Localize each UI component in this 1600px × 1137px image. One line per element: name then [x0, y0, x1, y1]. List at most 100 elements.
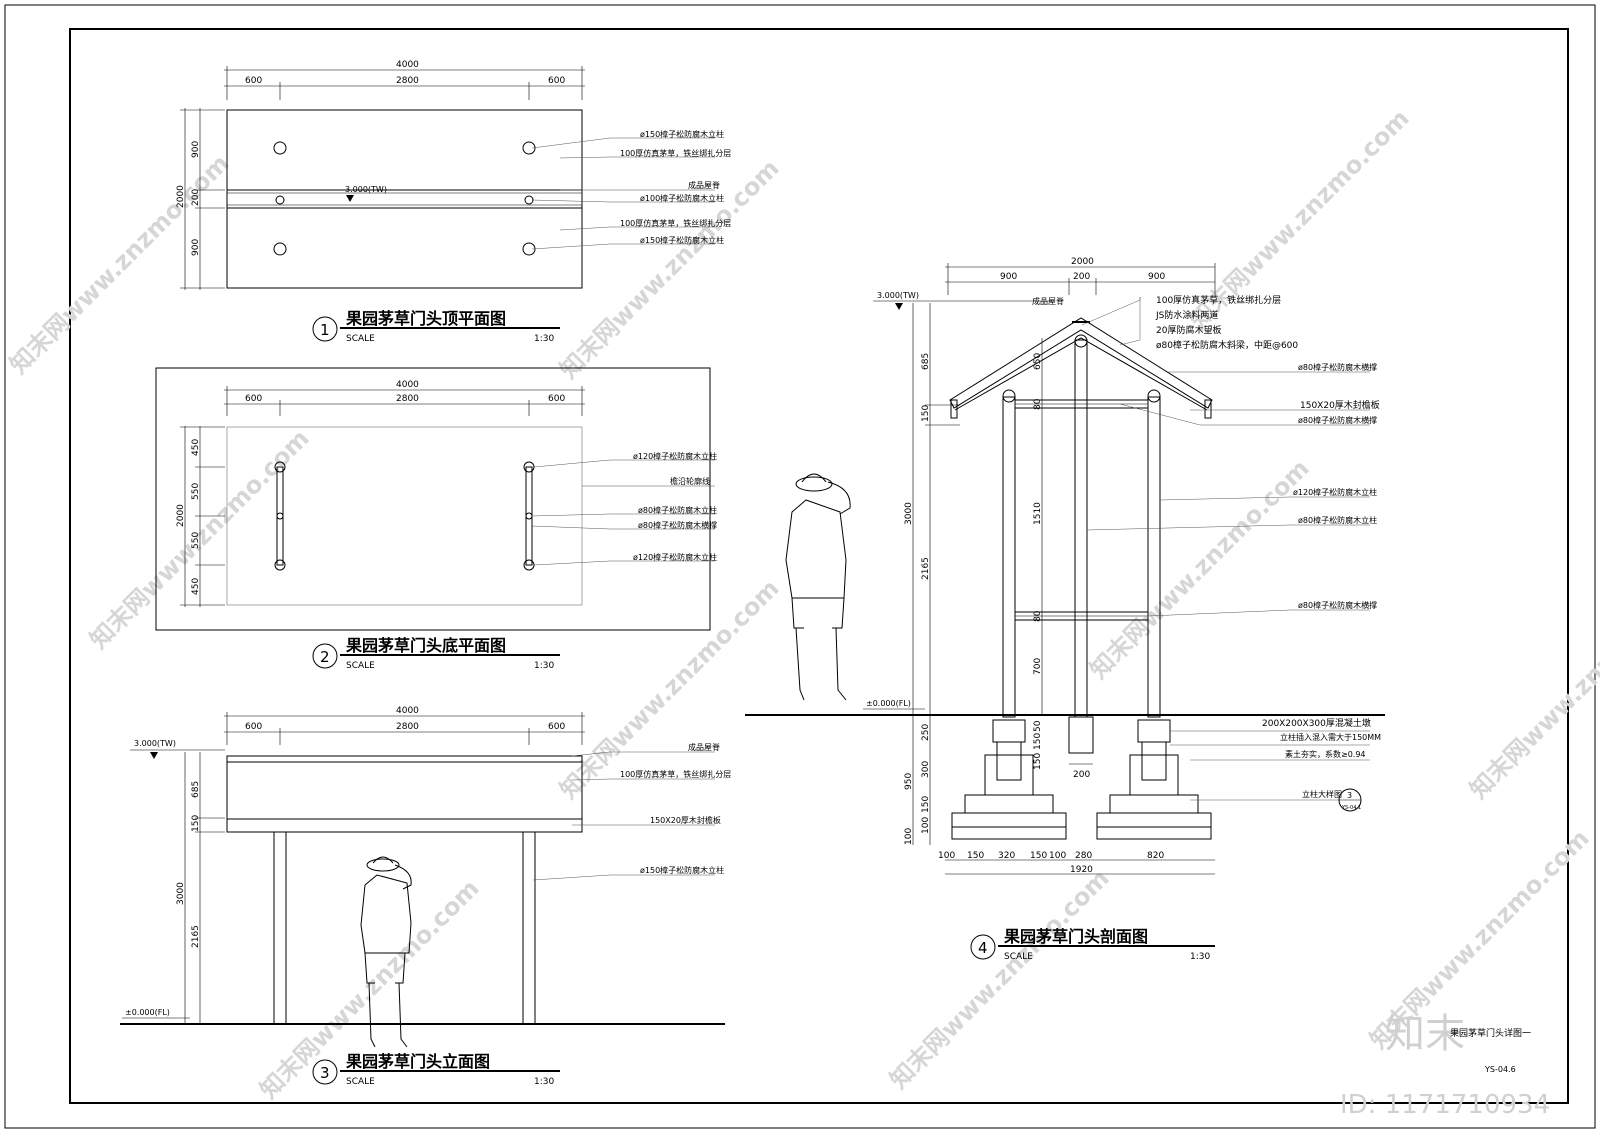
- top-note-4: 20厚防腐木望板: [1156, 324, 1221, 336]
- dim-d: 450: [191, 578, 201, 595]
- sheet-number: YS-04.6: [1484, 1065, 1516, 1074]
- dim-inner-2: 80: [1033, 398, 1043, 410]
- sheet-title: 果园茅草门头详图一: [1450, 1027, 1531, 1039]
- dim-b: 200: [191, 189, 201, 206]
- scale-label: SCALE: [346, 334, 375, 344]
- dim-mid: 200: [1073, 272, 1090, 282]
- note-10: 立柱大样图: [1302, 789, 1342, 799]
- top-note-5: ø80樟子松防腐木斜梁，中距@600: [1156, 339, 1298, 351]
- frame: [155, 367, 711, 631]
- dim-b: 150: [921, 405, 931, 422]
- column-right: [1147, 396, 1161, 718]
- top-note-2: 100厚仿真茅草，铁丝绑扎分层: [1156, 294, 1281, 306]
- scale-label: SCALE: [346, 661, 375, 671]
- thatch-roof-section: [949, 317, 1213, 409]
- note-1: ø150樟子松防腐木立柱: [640, 129, 724, 139]
- dim-total-width: 4000: [396, 380, 419, 390]
- note-2: 100厚仿真茅草，铁丝绑扎分层: [620, 769, 731, 779]
- note-6: ø150樟子松防腐木立柱: [640, 235, 724, 245]
- dim-total-height: 3000: [176, 882, 186, 905]
- dim-total-height: 2000: [176, 504, 186, 527]
- level-ground: ±0.000(FL): [125, 1008, 170, 1017]
- dim-left: 600: [245, 394, 262, 404]
- dim-right: 600: [548, 394, 565, 404]
- scale-value: 1:30: [534, 1077, 554, 1087]
- note-3: ø80樟子松防腐木立柱: [638, 505, 717, 515]
- note-2: 檐沿轮廓线: [670, 476, 710, 486]
- dim-200: 200: [1073, 770, 1090, 780]
- footing-right: [1096, 719, 1212, 840]
- note-4: ø150樟子松防腐木立柱: [640, 865, 724, 875]
- note-7: 200X200X300厚混凝土墩: [1262, 717, 1371, 729]
- note-4: ø100樟子松防腐木立柱: [640, 193, 724, 203]
- column-left: [1002, 396, 1016, 718]
- watermarks: 知末网www.znzmo.com 知末网www.znzmo.com 知末网www…: [4, 104, 1600, 1120]
- dim-left: 600: [245, 76, 262, 86]
- note-9: 素土夯实，系数≥0.94: [1285, 749, 1366, 759]
- dim-foot-5: 100: [904, 828, 914, 845]
- dim-bottom-6: 280: [1075, 851, 1092, 861]
- dim-bottom-1: 100: [938, 851, 955, 861]
- detail-num: 3: [1347, 791, 1352, 800]
- section-view: 2000 900 200 900 3.000(TW) 3000 685 150 …: [745, 257, 1385, 962]
- footing-mid: [1068, 716, 1094, 754]
- dim-c: 550: [191, 532, 201, 549]
- scale-value: 1:30: [534, 661, 554, 671]
- dim-bottom-3: 320: [998, 851, 1015, 861]
- dim-foot-4: 100: [921, 817, 931, 834]
- level-top: 3.000(TW): [134, 739, 176, 748]
- bottom-plan-view: 4000 600 2800 600 2000 450 550 550 450: [155, 367, 717, 671]
- watermark-text: 知末网www.znzmo.com: [1464, 574, 1600, 804]
- dim-a: 450: [191, 439, 201, 456]
- view-number: 3: [320, 1064, 330, 1082]
- top-note-1: 成品屋脊: [1032, 296, 1064, 306]
- detail-sheet: YS-04.1: [1341, 805, 1361, 811]
- dim-inner-foot-3: 150: [1033, 753, 1043, 770]
- thatch-roof: [226, 755, 583, 820]
- dim-a: 685: [191, 781, 201, 798]
- note-5: ø80樟子松防腐木立柱: [1298, 515, 1377, 525]
- person-figure-icon: [360, 856, 412, 1048]
- dim-total-width: 2000: [1071, 257, 1094, 267]
- note-6: ø80樟子松防腐木横撑: [1298, 600, 1377, 610]
- note-1: ø120樟子松防腐木立柱: [633, 451, 717, 461]
- column-mid: [1074, 339, 1088, 718]
- top-note-3: JS防水涂料两道: [1155, 309, 1218, 321]
- eave-outline: [226, 426, 583, 606]
- note-1: ø80樟子松防腐木横撑: [1298, 362, 1377, 372]
- dim-inner-foot-1: 50: [1033, 720, 1043, 732]
- dim-inner-3: 1510: [1033, 502, 1043, 525]
- dim-bottom-7: 820: [1147, 851, 1164, 861]
- level-top: 3.000(TW): [877, 291, 919, 300]
- dim-mid: 2800: [396, 394, 419, 404]
- dim-bottom-4: 150: [1030, 851, 1047, 861]
- dim-right: 600: [548, 722, 565, 732]
- scale-label: SCALE: [346, 1077, 375, 1087]
- dim-total-width: 4000: [396, 706, 419, 716]
- fascia-board: [226, 818, 583, 833]
- dim-inner-1: 650: [1033, 353, 1043, 370]
- scale-value: 1:30: [1190, 952, 1210, 962]
- dim-bottom-5: 100: [1049, 851, 1066, 861]
- dim-a: 900: [191, 141, 201, 158]
- watermark-id: ID: 1171710934: [1340, 1090, 1550, 1120]
- level-mark: 3.000(TW): [345, 185, 387, 194]
- note-3: ø80樟子松防腐木横撑: [1298, 415, 1377, 425]
- dim-c: 900: [191, 239, 201, 256]
- dim-foot-1: 250: [921, 724, 931, 741]
- note-8: 立柱插入混入需大于150MM: [1280, 732, 1381, 742]
- dim-total-height: 2000: [176, 185, 186, 208]
- title-block: 果园茅草门头详图一 YS-04.6: [1450, 1027, 1531, 1074]
- view-number: 4: [978, 939, 988, 957]
- dim-left: 600: [245, 722, 262, 732]
- dim-c: 2165: [191, 925, 201, 948]
- note-1: 成品屋脊: [688, 742, 720, 752]
- watermark-text: 知末网www.znzmo.com: [554, 154, 784, 384]
- column: [273, 831, 287, 1025]
- view-number: 1: [320, 321, 330, 339]
- column: [522, 831, 536, 1025]
- dim-mid: 2800: [396, 76, 419, 86]
- note-3: 成品屋脊: [688, 180, 720, 190]
- note-4: ø80樟子松防腐木横撑: [638, 520, 717, 530]
